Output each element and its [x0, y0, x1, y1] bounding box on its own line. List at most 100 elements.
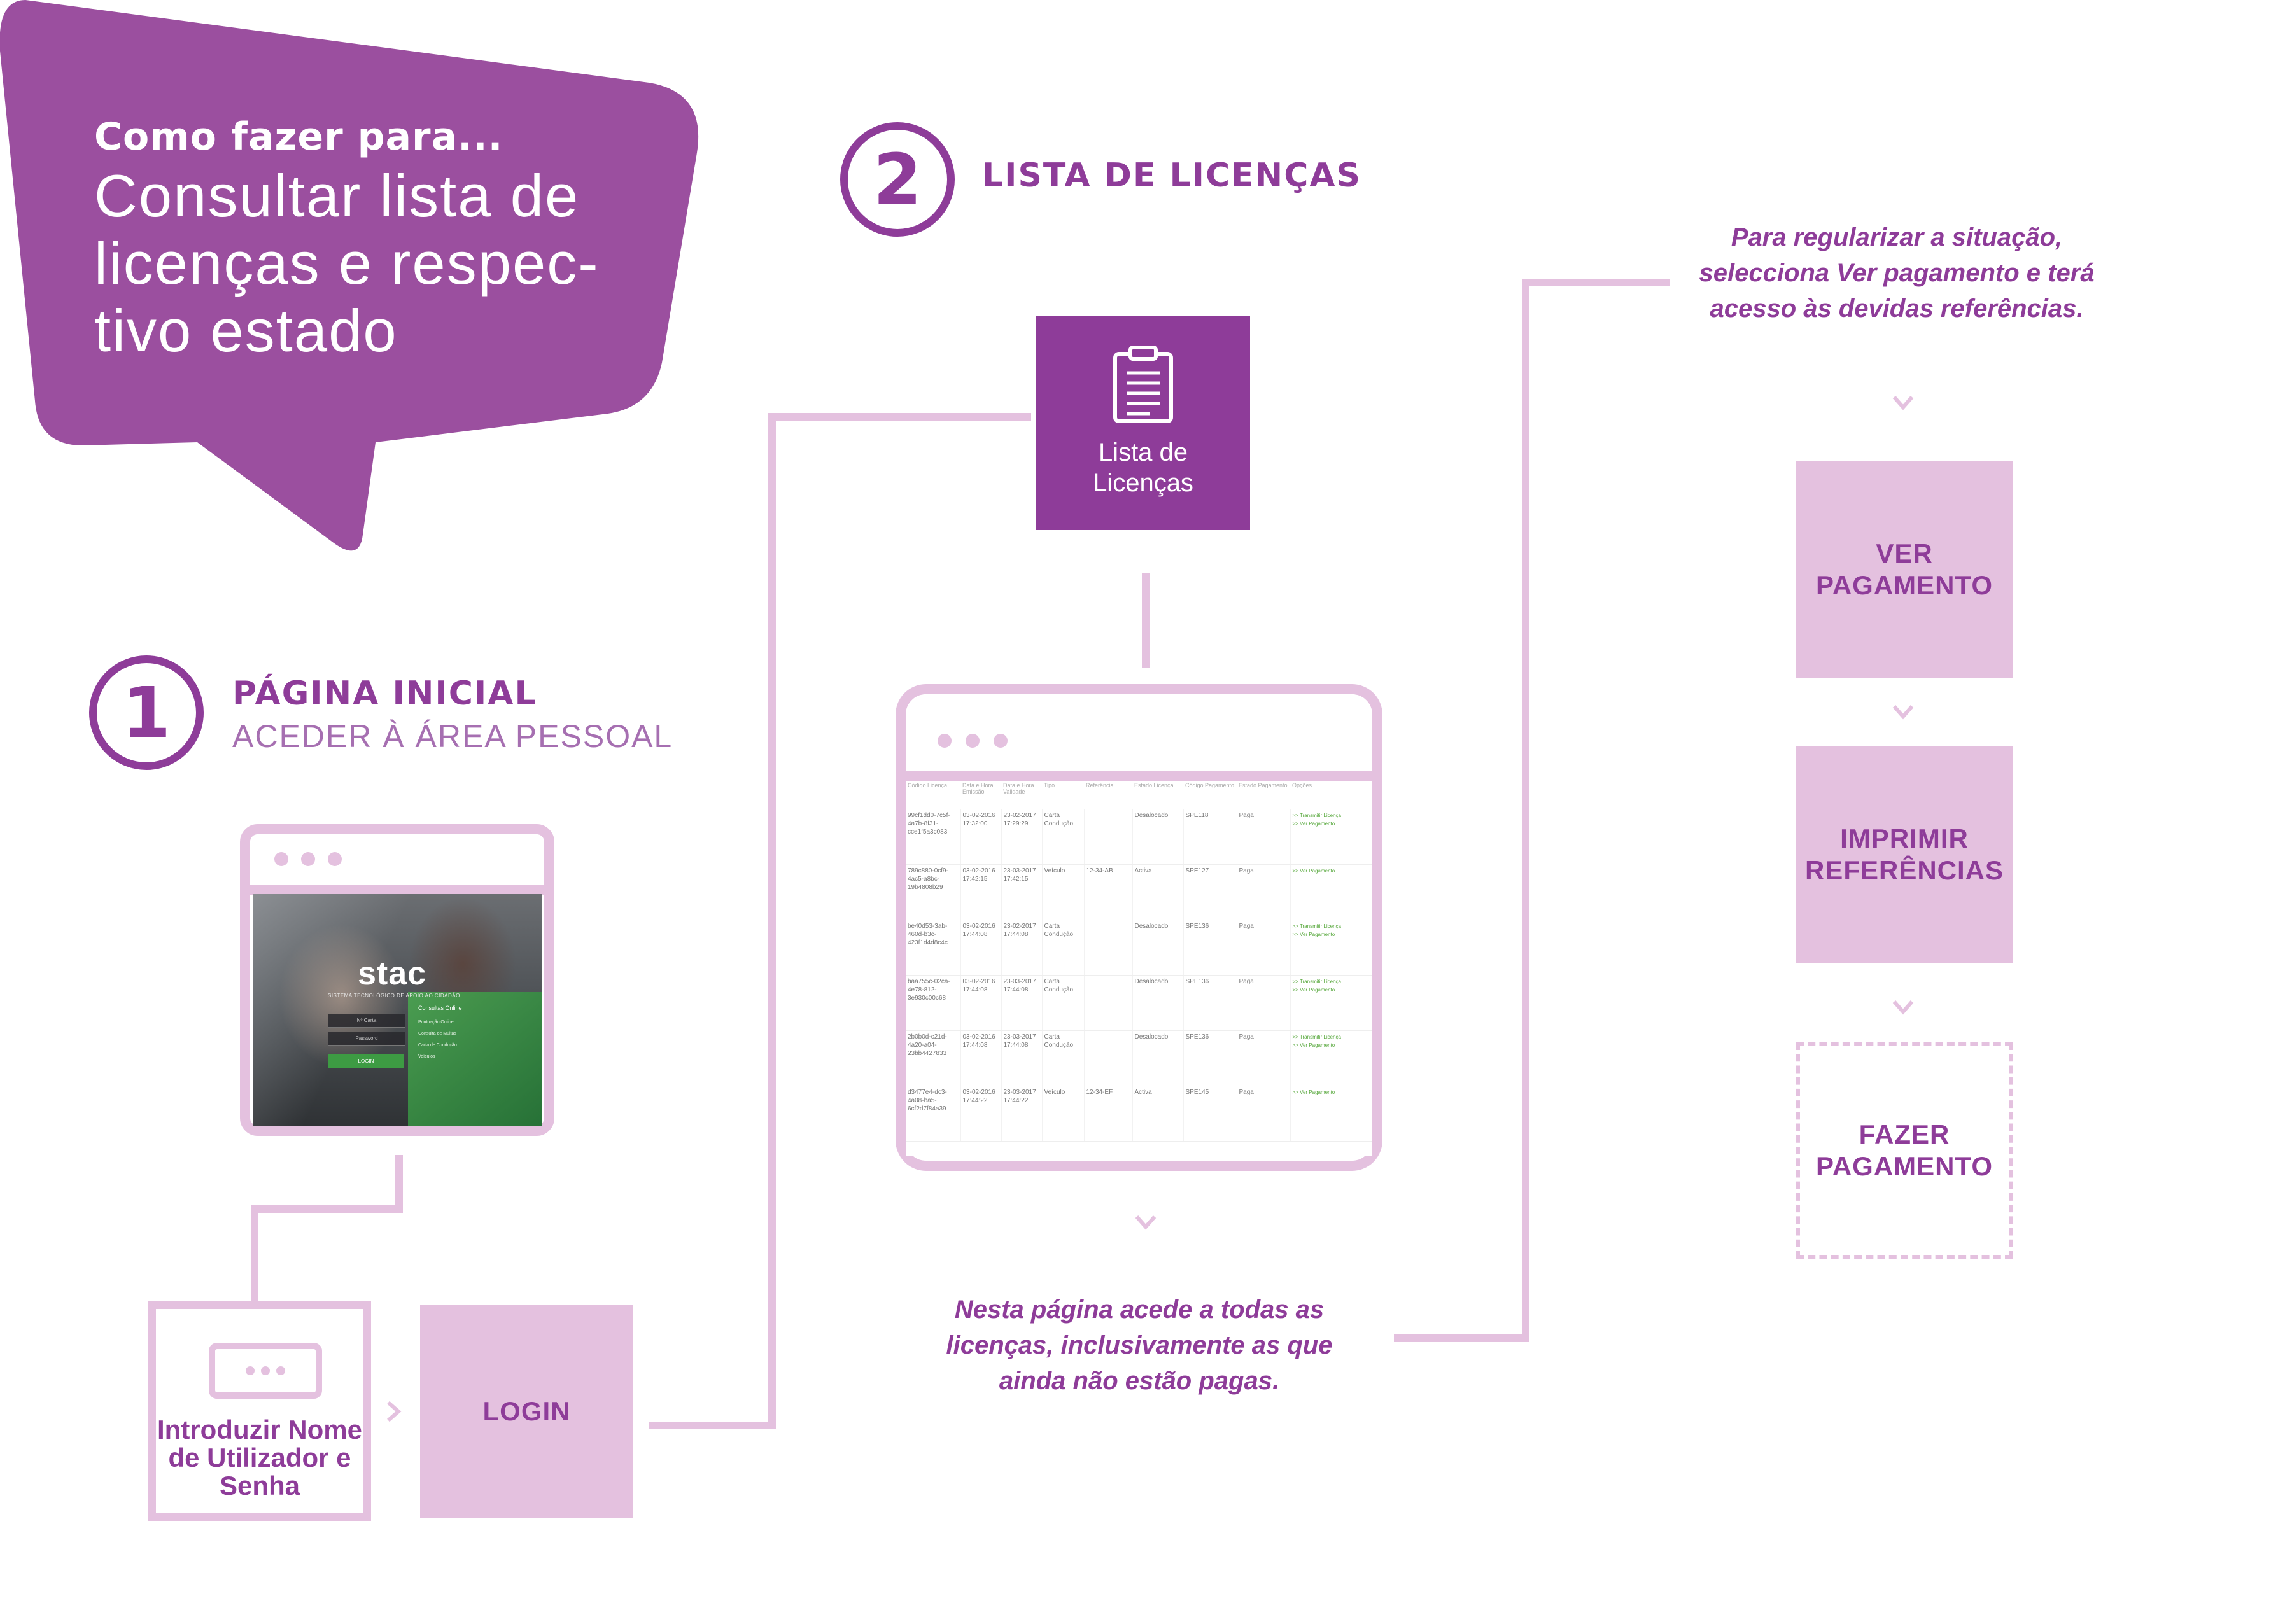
credentials-label: Introduzir Nome de Utilizador e Senha	[157, 1415, 362, 1501]
table-cell: 03-02-2016 17:44:08	[960, 1030, 1002, 1086]
step-1-circle: 1	[89, 655, 204, 770]
table-cell: baa755c-02ca-4e78-812-3e930c00c68	[906, 975, 961, 1031]
panel-item[interactable]: Pontuação Online	[418, 1020, 454, 1025]
table-cell-options[interactable]: >> Transmitir Licença >> Ver Pagamento	[1290, 920, 1372, 976]
table-header: Código Pagamento	[1183, 781, 1237, 809]
table-cell-options[interactable]: >> Transmitir Licença >> Ver Pagamento	[1290, 1030, 1372, 1086]
table-cell: Carta Condução	[1042, 809, 1085, 865]
step-1-number: 1	[122, 672, 171, 753]
fazer-pagamento-box[interactable]: FAZER PAGAMENTO	[1796, 1042, 2013, 1259]
table-header: Data e Hora Emissão	[960, 781, 1001, 809]
step-1-subtitle: ACEDER À ÁREA PESSOAL	[232, 718, 673, 754]
table-cell: Paga	[1237, 809, 1291, 865]
table-cell: Desalocado	[1132, 920, 1184, 976]
table-cell-options[interactable]: >> Ver Pagamento	[1290, 864, 1372, 920]
password-field[interactable]: Password	[328, 1032, 405, 1046]
table-header: Estado Pagamento	[1237, 781, 1290, 809]
table-cell: 23-03-2017 17:42:15	[1001, 864, 1043, 920]
ver-pagamento-box[interactable]: VER PAGAMENTO	[1796, 461, 2013, 678]
table-cell: 23-02-2017 17:29:29	[1001, 809, 1043, 865]
table-cell-options[interactable]: >> Transmitir Licença >> Ver Pagamento	[1290, 809, 1372, 865]
clipboard-icon	[1113, 346, 1173, 423]
step-2-title: LISTA DE LICENÇAS	[982, 157, 1362, 195]
table-cell: SPE127	[1183, 864, 1237, 920]
table-cell-options[interactable]: >> Transmitir Licença >> Ver Pagamento	[1290, 975, 1372, 1031]
table-cell: SPE118	[1183, 809, 1237, 865]
table-header: Data e Hora Validade	[1001, 781, 1042, 809]
chevron-down-icon	[1135, 1215, 1157, 1230]
caption-middle: Nesta página acede a todas as licenças, …	[946, 1296, 1333, 1395]
table-header: Referência	[1084, 781, 1132, 809]
bubble-title: Consultar lista de licenças e respec-tiv…	[94, 162, 600, 364]
window-dot	[994, 734, 1008, 748]
table-cell: be40d53-3ab-460d-b3c-423f1d4d8c4c	[906, 920, 961, 976]
table-cell: SPE136	[1183, 975, 1237, 1031]
chevron-down-icon	[1892, 1000, 1914, 1015]
speech-bubble	[0, 0, 699, 551]
licencas-table: Código Licença Data e Hora Emissão Data …	[906, 781, 1372, 1142]
table-cell: Paga	[1237, 1086, 1291, 1142]
step-2-circle: 2	[840, 122, 955, 237]
window-dot	[301, 852, 315, 866]
table-cell: Desalocado	[1132, 975, 1184, 1031]
panel-item[interactable]: Carta de Condução	[418, 1043, 457, 1047]
step-1-title: PÁGINA INICIAL	[232, 675, 537, 713]
chevron-right-icon	[387, 1401, 402, 1422]
licencas-table-viewport: Código Licença Data e Hora Emissão Data …	[906, 781, 1372, 1156]
table-cell	[1084, 1030, 1133, 1086]
table-cell: Veículo	[1042, 1086, 1085, 1142]
window-dot	[966, 734, 980, 748]
table-header: Opções	[1290, 781, 1372, 809]
window-dot	[938, 734, 952, 748]
credentials-box: Introduzir Nome de Utilizador e Senha	[148, 1301, 371, 1521]
imprimir-referencias-box[interactable]: IMPRIMIR REFERÊNCIAS	[1796, 746, 2013, 963]
table-cell	[1084, 975, 1133, 1031]
panel-item[interactable]: Consulta de Multas	[418, 1032, 456, 1036]
table-cell: Carta Condução	[1042, 975, 1085, 1031]
table-cell	[1084, 809, 1133, 865]
connector-to-right-column	[1394, 279, 1670, 1342]
table-cell: 03-02-2016 17:44:08	[960, 920, 1002, 976]
login-screenshot: stac SISTEMA TECNOLÓGICO DE APOIO AO CID…	[253, 894, 542, 1126]
login-step-box[interactable]: LOGIN	[420, 1305, 633, 1518]
table-cell: Activa	[1132, 1086, 1184, 1142]
table-cell: d3477e4-dc3-4a08-ba5-6cf2d7f84a39	[906, 1086, 961, 1142]
login-button[interactable]: LOGIN	[328, 1054, 404, 1068]
table-cell: Paga	[1237, 1030, 1291, 1086]
lista-licencas-box[interactable]: Lista de Licenças	[1036, 316, 1250, 530]
stac-logo: stac	[358, 955, 427, 992]
table-cell: 03-02-2016 17:42:15	[960, 864, 1002, 920]
table-cell: 99cf1dd0-7c5f-4a7b-8f31-cce1f5a3c083	[906, 809, 961, 865]
table-header: Tipo	[1042, 781, 1084, 809]
speech-bubble-shape	[0, 0, 699, 551]
stac-tagline: SISTEMA TECNOLÓGICO DE APOIO AO CIDADÃO	[328, 993, 460, 998]
table-cell: Carta Condução	[1042, 1030, 1085, 1086]
table-cell: 23-02-2017 17:44:08	[1001, 920, 1043, 976]
window-dot	[274, 852, 288, 866]
table-cell: Paga	[1237, 975, 1291, 1031]
table-cell: 23-03-2017 17:44:08	[1001, 1030, 1043, 1086]
table-header: Código Licença	[906, 781, 960, 809]
username-field[interactable]: Nº Carta	[328, 1014, 405, 1028]
table-cell: 23-03-2017 17:44:22	[1001, 1086, 1043, 1142]
chevron-down-icon	[1892, 396, 1914, 410]
licencas-browser-window: Código Licença Data e Hora Emissão Data …	[896, 684, 1382, 1171]
table-cell: 03-02-2016 17:32:00	[960, 809, 1002, 865]
bubble-kicker: Como fazer para...	[94, 115, 503, 159]
table-cell: Paga	[1237, 920, 1291, 976]
lista-licencas-label: Lista de Licenças	[1093, 438, 1193, 497]
table-cell: SPE136	[1183, 920, 1237, 976]
login-green-panel	[408, 992, 542, 1126]
table-header: Estado Licença	[1132, 781, 1183, 809]
panel-item[interactable]: Veículos	[418, 1054, 435, 1059]
table-cell: 12-34-AB	[1084, 864, 1133, 920]
table-cell: Paga	[1237, 864, 1291, 920]
panel-title: Consultas Online	[418, 1005, 462, 1011]
table-cell-options[interactable]: >> Ver Pagamento	[1290, 1086, 1372, 1142]
table-cell: 789c880-0cf9-4ac5-a8bc-19b4808b29	[906, 864, 961, 920]
